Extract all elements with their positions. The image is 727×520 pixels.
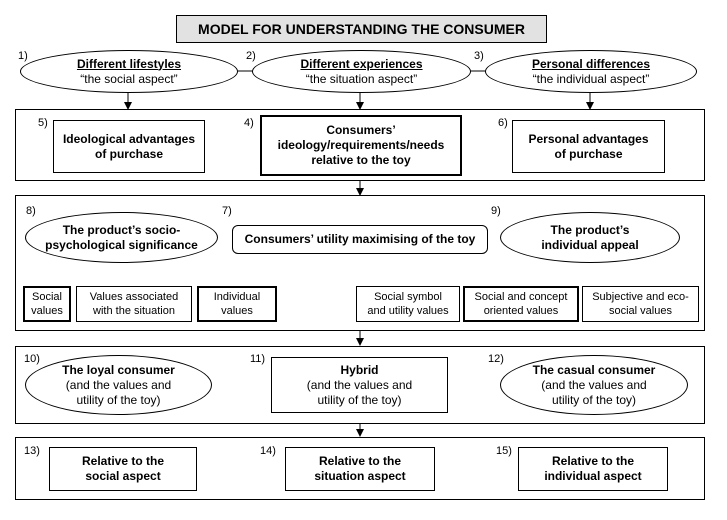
casual-l2: (and the values and — [541, 377, 647, 392]
utility-text: Consumers’ utility maximising of the toy — [244, 232, 476, 246]
relative-social-l1: Relative to the — [81, 454, 165, 468]
social-symbol-values-box: Social symbol and utility values — [356, 286, 460, 322]
label-5: 5) — [38, 117, 48, 129]
label-11: 11) — [250, 353, 266, 365]
situation-values-l2: with the situation — [93, 305, 175, 317]
hybrid-title: Hybrid — [340, 362, 379, 377]
loyal-l3: utility of the toy) — [76, 392, 161, 407]
label-2: 2) — [246, 50, 256, 62]
individual-values-l1: Individual — [213, 291, 261, 303]
relative-social-box: Relative to the social aspect — [49, 447, 197, 491]
appeal-line2: individual appeal — [541, 237, 639, 252]
ellipse-casual-consumer: The casual consumer (and the values and … — [500, 355, 688, 415]
subjective-values-l2: social values — [609, 305, 672, 317]
individual-values-l2: values — [221, 305, 253, 317]
label-7: 7) — [222, 205, 232, 217]
relative-individual-box: Relative to the individual aspect — [518, 447, 668, 491]
relative-social-l2: social aspect — [85, 469, 161, 483]
ellipse-social-aspect: Different lifestyles “the social aspect” — [20, 50, 238, 93]
relative-situation-l2: situation aspect — [314, 469, 406, 483]
label-15: 15) — [496, 445, 512, 457]
utility-maximising-box: Consumers’ utility maximising of the toy — [232, 225, 488, 254]
ideology-line3: relative to the toy — [311, 153, 411, 167]
personal-line2: of purchase — [554, 146, 623, 161]
diagram-title: MODEL FOR UNDERSTANDING THE CONSUMER — [176, 15, 547, 43]
label-12: 12) — [488, 353, 504, 365]
label-8: 8) — [26, 205, 36, 217]
label-3: 3) — [474, 50, 484, 62]
label-9: 9) — [491, 205, 501, 217]
label-14: 14) — [260, 445, 276, 457]
situation-values-l1: Values associated — [89, 291, 179, 303]
social-symbol-l2: and utility values — [367, 305, 449, 317]
subjective-values-box: Subjective and eco- social values — [582, 286, 699, 322]
ideological-line2: of purchase — [94, 146, 163, 161]
ideological-line1: Ideological advantages — [62, 131, 196, 146]
aspect-title-experiences: Different experiences — [300, 56, 423, 71]
individual-values-box: Individual values — [197, 286, 277, 322]
casual-l3: utility of the toy) — [551, 392, 637, 407]
ellipse-socio-psychological: The product’s socio- psychological signi… — [25, 212, 218, 263]
aspect-title-personal: Personal differences — [531, 56, 651, 71]
casual-title: The casual consumer — [532, 362, 656, 377]
concept-values-l2: oriented values — [483, 305, 559, 317]
ideology-line1: Consumers’ — [326, 123, 396, 137]
label-4: 4) — [244, 117, 254, 129]
appeal-line1: The product’s — [550, 222, 630, 237]
ellipse-individual-aspect: Personal differences “the individual asp… — [485, 50, 697, 93]
hybrid-l3: utility of the toy) — [317, 392, 402, 407]
socio-line1: The product’s socio- — [62, 222, 181, 237]
label-13: 13) — [24, 445, 40, 457]
concept-values-l1: Social and concept — [474, 291, 568, 303]
aspect-sub-social: “the social aspect” — [80, 71, 178, 86]
aspect-sub-situation: “the situation aspect” — [305, 71, 418, 86]
subjective-values-l1: Subjective and eco- — [592, 291, 689, 303]
social-symbol-l1: Social symbol — [374, 291, 442, 303]
social-values-l2: values — [31, 305, 63, 317]
aspect-sub-individual: “the individual aspect” — [532, 71, 650, 86]
ellipse-situation-aspect: Different experiences “the situation asp… — [252, 50, 471, 93]
personal-advantages-box: Personal advantages of purchase — [512, 120, 665, 173]
relative-situation-l1: Relative to the — [318, 454, 402, 468]
label-1: 1) — [18, 50, 28, 62]
concept-values-box: Social and concept oriented values — [463, 286, 579, 322]
relative-individual-l2: individual aspect — [544, 469, 642, 483]
situation-values-box: Values associated with the situation — [76, 286, 192, 322]
relative-individual-l1: Relative to the — [551, 454, 635, 468]
consumer-ideology-box: Consumers’ ideology/requirements/needs r… — [260, 115, 462, 176]
hybrid-box: Hybrid (and the values and utility of th… — [271, 357, 448, 413]
ideology-line2: ideology/requirements/needs — [277, 138, 445, 152]
hybrid-l2: (and the values and — [306, 377, 413, 392]
ellipse-individual-appeal: The product’s individual appeal — [500, 212, 680, 263]
socio-line2: psychological significance — [45, 237, 198, 252]
ellipse-loyal-consumer: The loyal consumer (and the values and u… — [25, 355, 212, 415]
loyal-l2: (and the values and — [65, 377, 172, 392]
aspect-title-lifestyles: Different lifestyles — [76, 56, 182, 71]
relative-situation-box: Relative to the situation aspect — [285, 447, 435, 491]
label-6: 6) — [498, 117, 508, 129]
ideological-advantages-box: Ideological advantages of purchase — [53, 120, 205, 173]
social-values-l1: Social — [32, 291, 62, 303]
label-10: 10) — [24, 353, 40, 365]
loyal-title: The loyal consumer — [62, 362, 175, 377]
personal-line1: Personal advantages — [528, 131, 649, 146]
social-values-box: Social values — [23, 286, 71, 322]
